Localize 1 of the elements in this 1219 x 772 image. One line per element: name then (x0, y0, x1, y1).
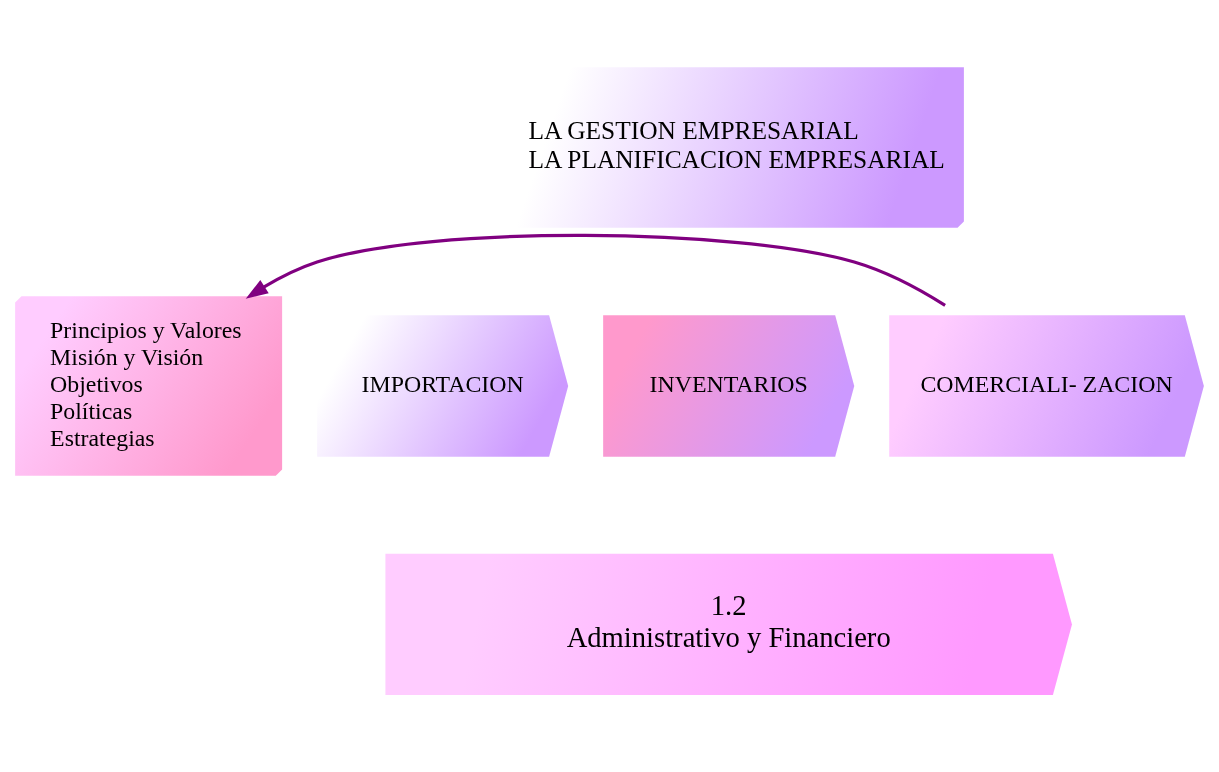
arrow (245, 233, 946, 307)
